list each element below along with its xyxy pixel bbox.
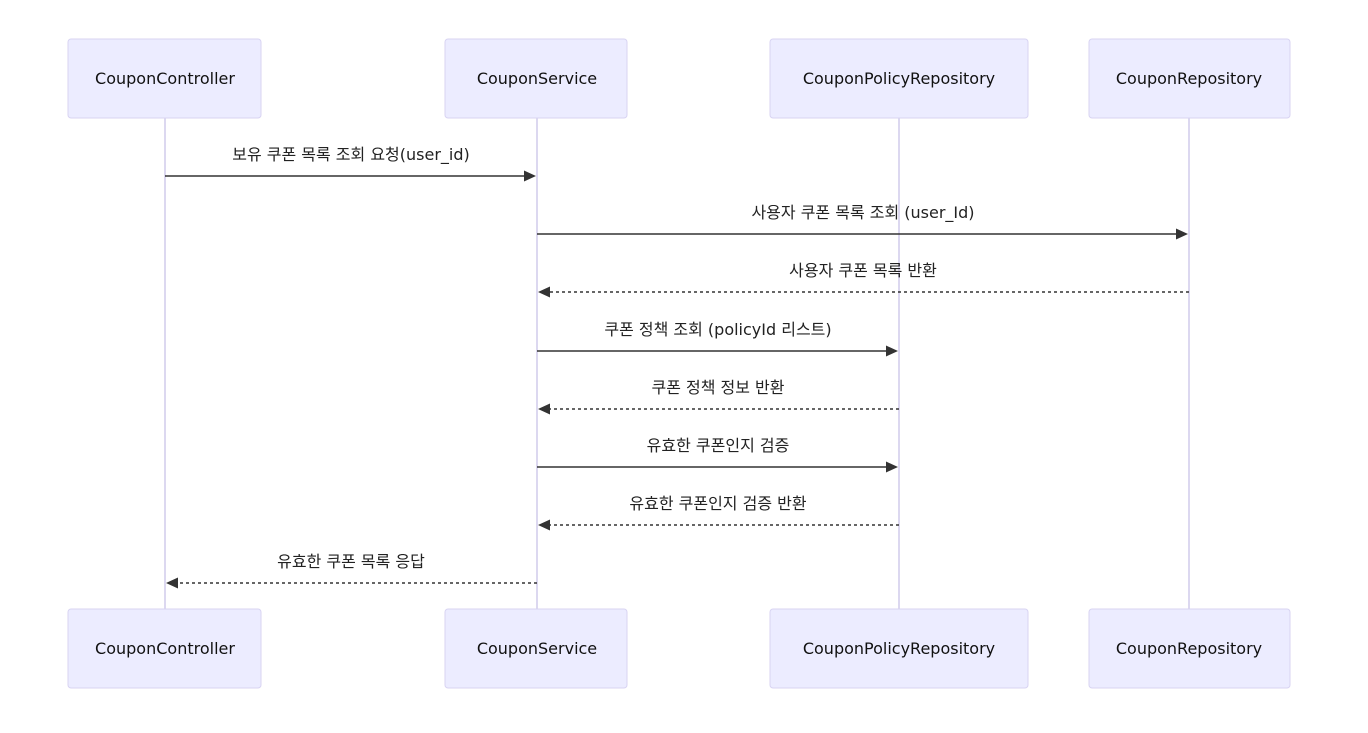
participant-box xyxy=(1088,608,1291,689)
participant-box xyxy=(67,38,262,119)
message-1: 보유 쿠폰 목록 조회 요청(user_id) xyxy=(165,145,536,182)
message-2: 사용자 쿠폰 목록 조회 (user_Id) xyxy=(537,203,1188,240)
participant-controller-bottom: CouponController xyxy=(67,608,262,689)
participants-bottom: CouponController CouponService CouponPolic… xyxy=(67,608,1291,689)
participant-label: CouponController xyxy=(95,69,235,88)
message-label: 사용자 쿠폰 목록 반환 xyxy=(789,261,937,280)
participant-label: CouponPolicyRepository xyxy=(803,639,995,658)
messages: 보유 쿠폰 목록 조회 요청(user_id) 사용자 쿠폰 목록 조회 (use… xyxy=(165,145,1189,589)
participant-service-top: CouponService xyxy=(444,38,628,119)
participant-coupon_repo-top: CouponRepository xyxy=(1088,38,1291,119)
participant-label: CouponRepository xyxy=(1116,639,1262,658)
participant-coupon_repo-bottom: CouponRepository xyxy=(1088,608,1291,689)
arrow-head-icon xyxy=(1176,228,1188,240)
participant-service-bottom: CouponService xyxy=(444,608,628,689)
message-label: 유효한 쿠폰 목록 응답 xyxy=(277,552,425,571)
message-label: 사용자 쿠폰 목록 조회 (user_Id) xyxy=(751,203,974,223)
message-label: 쿠폰 정책 정보 반환 xyxy=(651,378,784,397)
participant-box xyxy=(769,38,1029,119)
arrow-head-icon xyxy=(538,403,550,415)
participant-box xyxy=(444,608,628,689)
message-5: 쿠폰 정책 정보 반환 xyxy=(538,378,899,415)
message-label: 유효한 쿠폰인지 검증 xyxy=(647,436,790,455)
participant-policy_repo-bottom: CouponPolicyRepository xyxy=(769,608,1029,689)
participant-label: CouponController xyxy=(95,639,235,658)
participant-box xyxy=(67,608,262,689)
participant-box xyxy=(444,38,628,119)
participants-top: CouponController CouponService CouponPolic… xyxy=(67,38,1291,119)
message-4: 쿠폰 정책 조회 (policyId 리스트) xyxy=(537,320,898,357)
participant-policy_repo-top: CouponPolicyRepository xyxy=(769,38,1029,119)
lifelines xyxy=(164,118,1190,609)
arrow-head-icon xyxy=(524,170,536,182)
participant-label: CouponService xyxy=(477,639,597,658)
participant-controller-top: CouponController xyxy=(67,38,262,119)
arrow-head-icon xyxy=(538,286,550,298)
participant-label: CouponPolicyRepository xyxy=(803,69,995,88)
participant-label: CouponRepository xyxy=(1116,69,1262,88)
message-label: 보유 쿠폰 목록 조회 요청(user_id) xyxy=(232,145,470,165)
message-7: 유효한 쿠폰인지 검증 반환 xyxy=(538,494,899,531)
participant-box xyxy=(1088,38,1291,119)
message-label: 유효한 쿠폰인지 검증 반환 xyxy=(629,494,806,513)
arrow-head-icon xyxy=(538,519,550,531)
participant-label: CouponService xyxy=(477,69,597,88)
message-label: 쿠폰 정책 조회 (policyId 리스트) xyxy=(604,320,831,339)
message-3: 사용자 쿠폰 목록 반환 xyxy=(538,261,1189,298)
participant-box xyxy=(769,608,1029,689)
arrow-head-icon xyxy=(166,577,178,589)
message-8: 유효한 쿠폰 목록 응답 xyxy=(166,552,537,589)
arrow-head-icon xyxy=(886,461,898,473)
message-6: 유효한 쿠폰인지 검증 xyxy=(537,436,898,473)
arrow-head-icon xyxy=(886,345,898,357)
